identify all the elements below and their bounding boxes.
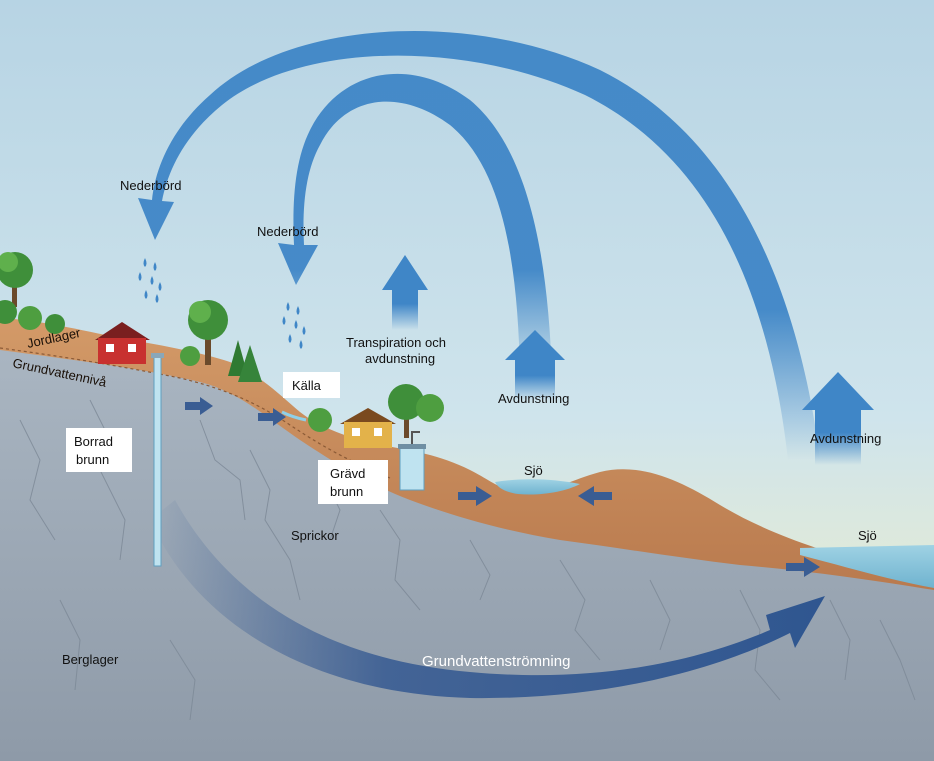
raindrop-icon xyxy=(150,276,154,285)
soil-flow-arrow-2 xyxy=(258,408,286,426)
tree-icon xyxy=(388,384,444,438)
tree-icon xyxy=(308,408,332,432)
label-precipitation-2: Nederbörd xyxy=(257,224,318,239)
spring-water xyxy=(281,410,307,422)
house-yellow-icon xyxy=(340,408,396,448)
label-box-drilled-well xyxy=(66,428,132,472)
label-lake: Sjö xyxy=(524,463,543,478)
label-evaporation-2: Avdunstning xyxy=(810,431,881,446)
soil-flow-arrow-4 xyxy=(578,486,612,506)
raindrop-icon xyxy=(288,334,292,343)
lake xyxy=(495,479,580,495)
well-icon xyxy=(398,431,426,491)
tree-icon xyxy=(180,346,200,366)
label-evaporation-1: Avdunstning xyxy=(498,391,569,406)
house-red-icon xyxy=(95,322,150,364)
raindrop-icon xyxy=(286,302,290,311)
raindrop-icon xyxy=(296,306,300,315)
soil-flow-arrow-1 xyxy=(185,397,213,415)
label-fractures: Sprickor xyxy=(291,528,339,543)
raindrop-icon xyxy=(144,290,148,299)
raindrop-icon xyxy=(155,294,159,303)
label-transpiration-2: avdunstning xyxy=(365,351,435,366)
groundwater-level-line xyxy=(0,347,391,479)
raindrop-icon xyxy=(158,282,162,291)
drilled-well xyxy=(151,353,164,567)
raindrop-icon xyxy=(153,262,157,271)
transpiration-arrow xyxy=(382,255,428,330)
raindrop-icon xyxy=(302,326,306,335)
raindrop-icon xyxy=(138,272,142,281)
trees xyxy=(0,252,444,438)
soil-flow-arrows xyxy=(185,397,820,577)
groundwater-flow-arrow xyxy=(150,500,825,699)
label-drilled-well-2: brunn xyxy=(76,452,109,467)
raindrops-1 xyxy=(138,258,162,303)
soil-layer xyxy=(0,318,934,590)
tree-icon xyxy=(0,300,65,334)
label-precipitation-1: Nederbörd xyxy=(120,178,181,193)
raindrops-2 xyxy=(282,302,306,349)
soil-flow-arrow-5 xyxy=(786,557,820,577)
fracture-lines xyxy=(19,399,916,721)
raindrop-icon xyxy=(143,258,147,267)
label-spring: Källa xyxy=(292,378,322,393)
label-dug-well-2: brunn xyxy=(330,484,363,499)
label-groundwater-flow: Grundvattenströmning xyxy=(422,653,570,670)
raindrop-icon xyxy=(294,320,298,329)
raindrop-icon xyxy=(282,316,286,325)
label-transpiration-1: Transpiration och xyxy=(346,335,446,350)
label-box-dug-well xyxy=(318,460,388,504)
tree-icon xyxy=(0,252,33,307)
tree-icon xyxy=(188,300,228,365)
label-bedrock: Berglager xyxy=(62,652,119,667)
evaporation-up-arrow-2 xyxy=(802,372,874,465)
raindrop-icon xyxy=(299,340,303,349)
label-dug-well-1: Grävd xyxy=(330,466,365,481)
label-sea: Sjö xyxy=(858,528,877,543)
sea xyxy=(800,545,934,588)
label-box-spring xyxy=(283,372,340,398)
label-drilled-well-1: Borrad xyxy=(74,434,113,449)
tree-icon xyxy=(228,340,262,382)
evaporation-up-arrow-1 xyxy=(505,330,565,400)
evaporation-arc-inner xyxy=(278,73,552,375)
soil-flow-arrow-3 xyxy=(458,486,492,506)
